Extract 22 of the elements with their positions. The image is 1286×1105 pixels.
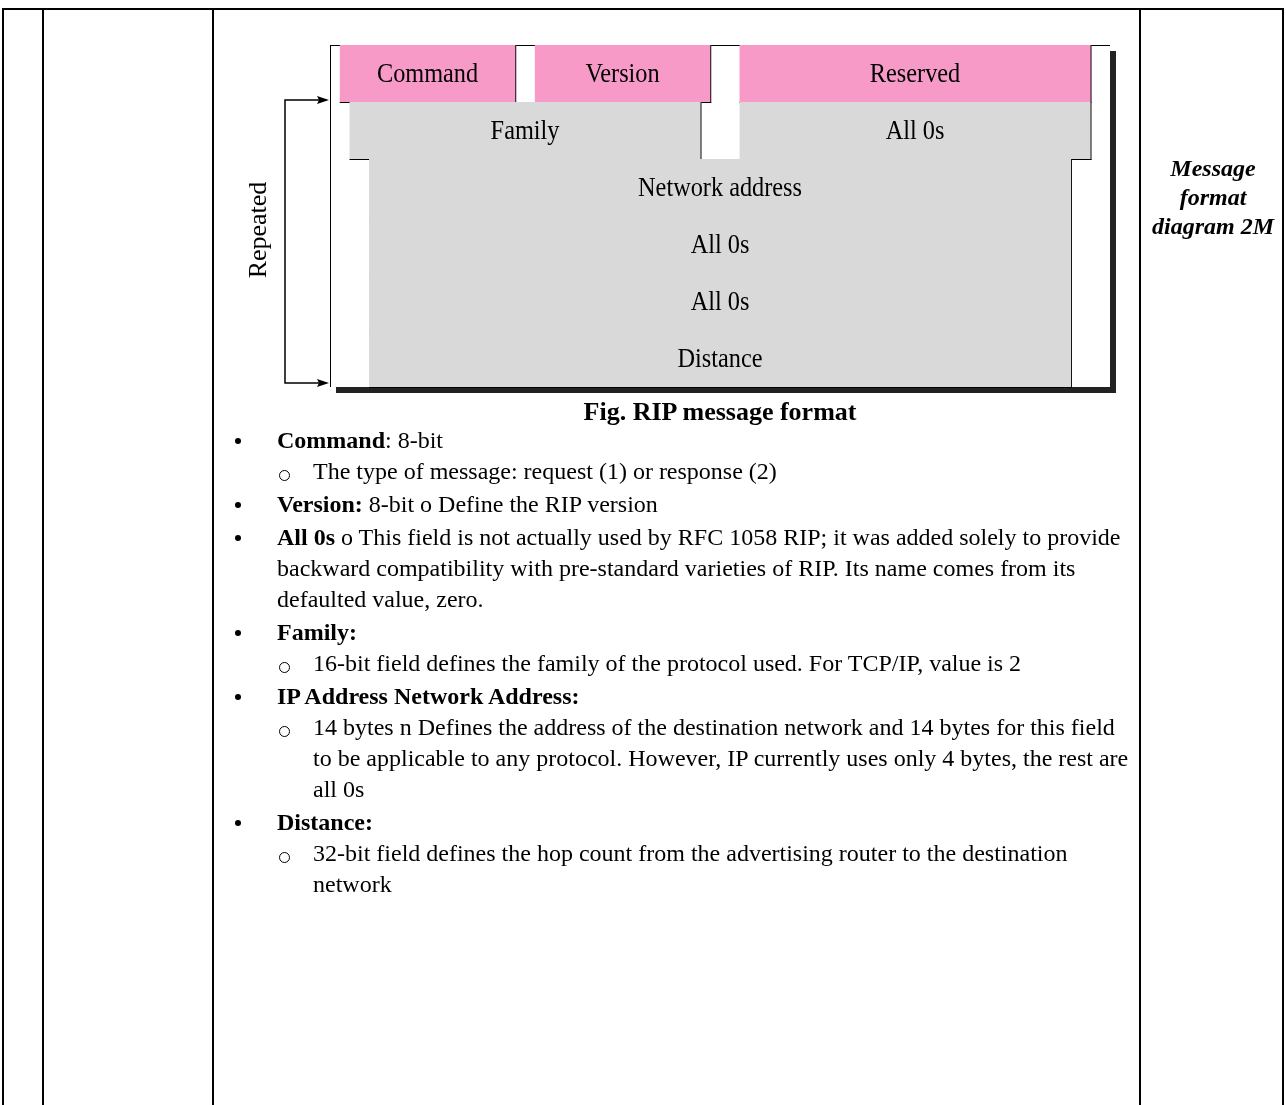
bullet-text: Distance: (277, 808, 374, 837)
bullet-text: All 0s o This field is not actually used by RFC 1058 RIP; it was added solely to provide backward compatibility with pre-standard varieties of RIP. Its name comes from its defaulted value, zero. (277, 523, 1122, 614)
field-cell: All 0s (369, 216, 1072, 274)
bullet-text: 32-bit field defines the hop count from the advertising router to the destination network (313, 839, 1069, 899)
bullet-text: 14 bytes n Defines the address of the destination network and 14 bytes for this field to be applicable to any protocol. However, IP currently uses only 4 bytes, the rest are all 0s (313, 713, 1130, 804)
bullet-text: Family: (277, 618, 358, 647)
field-cell: Reserved (739, 45, 1092, 103)
marks-note: Message format diagram 2M (1151, 154, 1276, 241)
field-cell: Command (339, 45, 517, 103)
field-cell: Network address (369, 159, 1072, 217)
figure-caption: Fig. RIP message format (582, 396, 858, 428)
field-cell: All 0s (369, 273, 1072, 331)
field-cell: Distance (369, 330, 1072, 388)
bracket-label: Repeated (245, 181, 271, 279)
field-cell: All 0s (739, 102, 1092, 160)
bullet-text: Version: 8-bit o Define the RIP version (277, 490, 659, 519)
bullet-text: The type of message: request (1) or response (2) (313, 457, 778, 486)
bullet-text: 16-bit field defines the family of the protocol used. For TCP/IP, value is 2 (313, 649, 1023, 678)
bullet-text: IP Address Network Address: (277, 682, 581, 711)
field-cell: Family (349, 102, 702, 160)
bullet-text: Command: 8-bit (277, 426, 444, 455)
field-cell: Version (534, 45, 712, 103)
